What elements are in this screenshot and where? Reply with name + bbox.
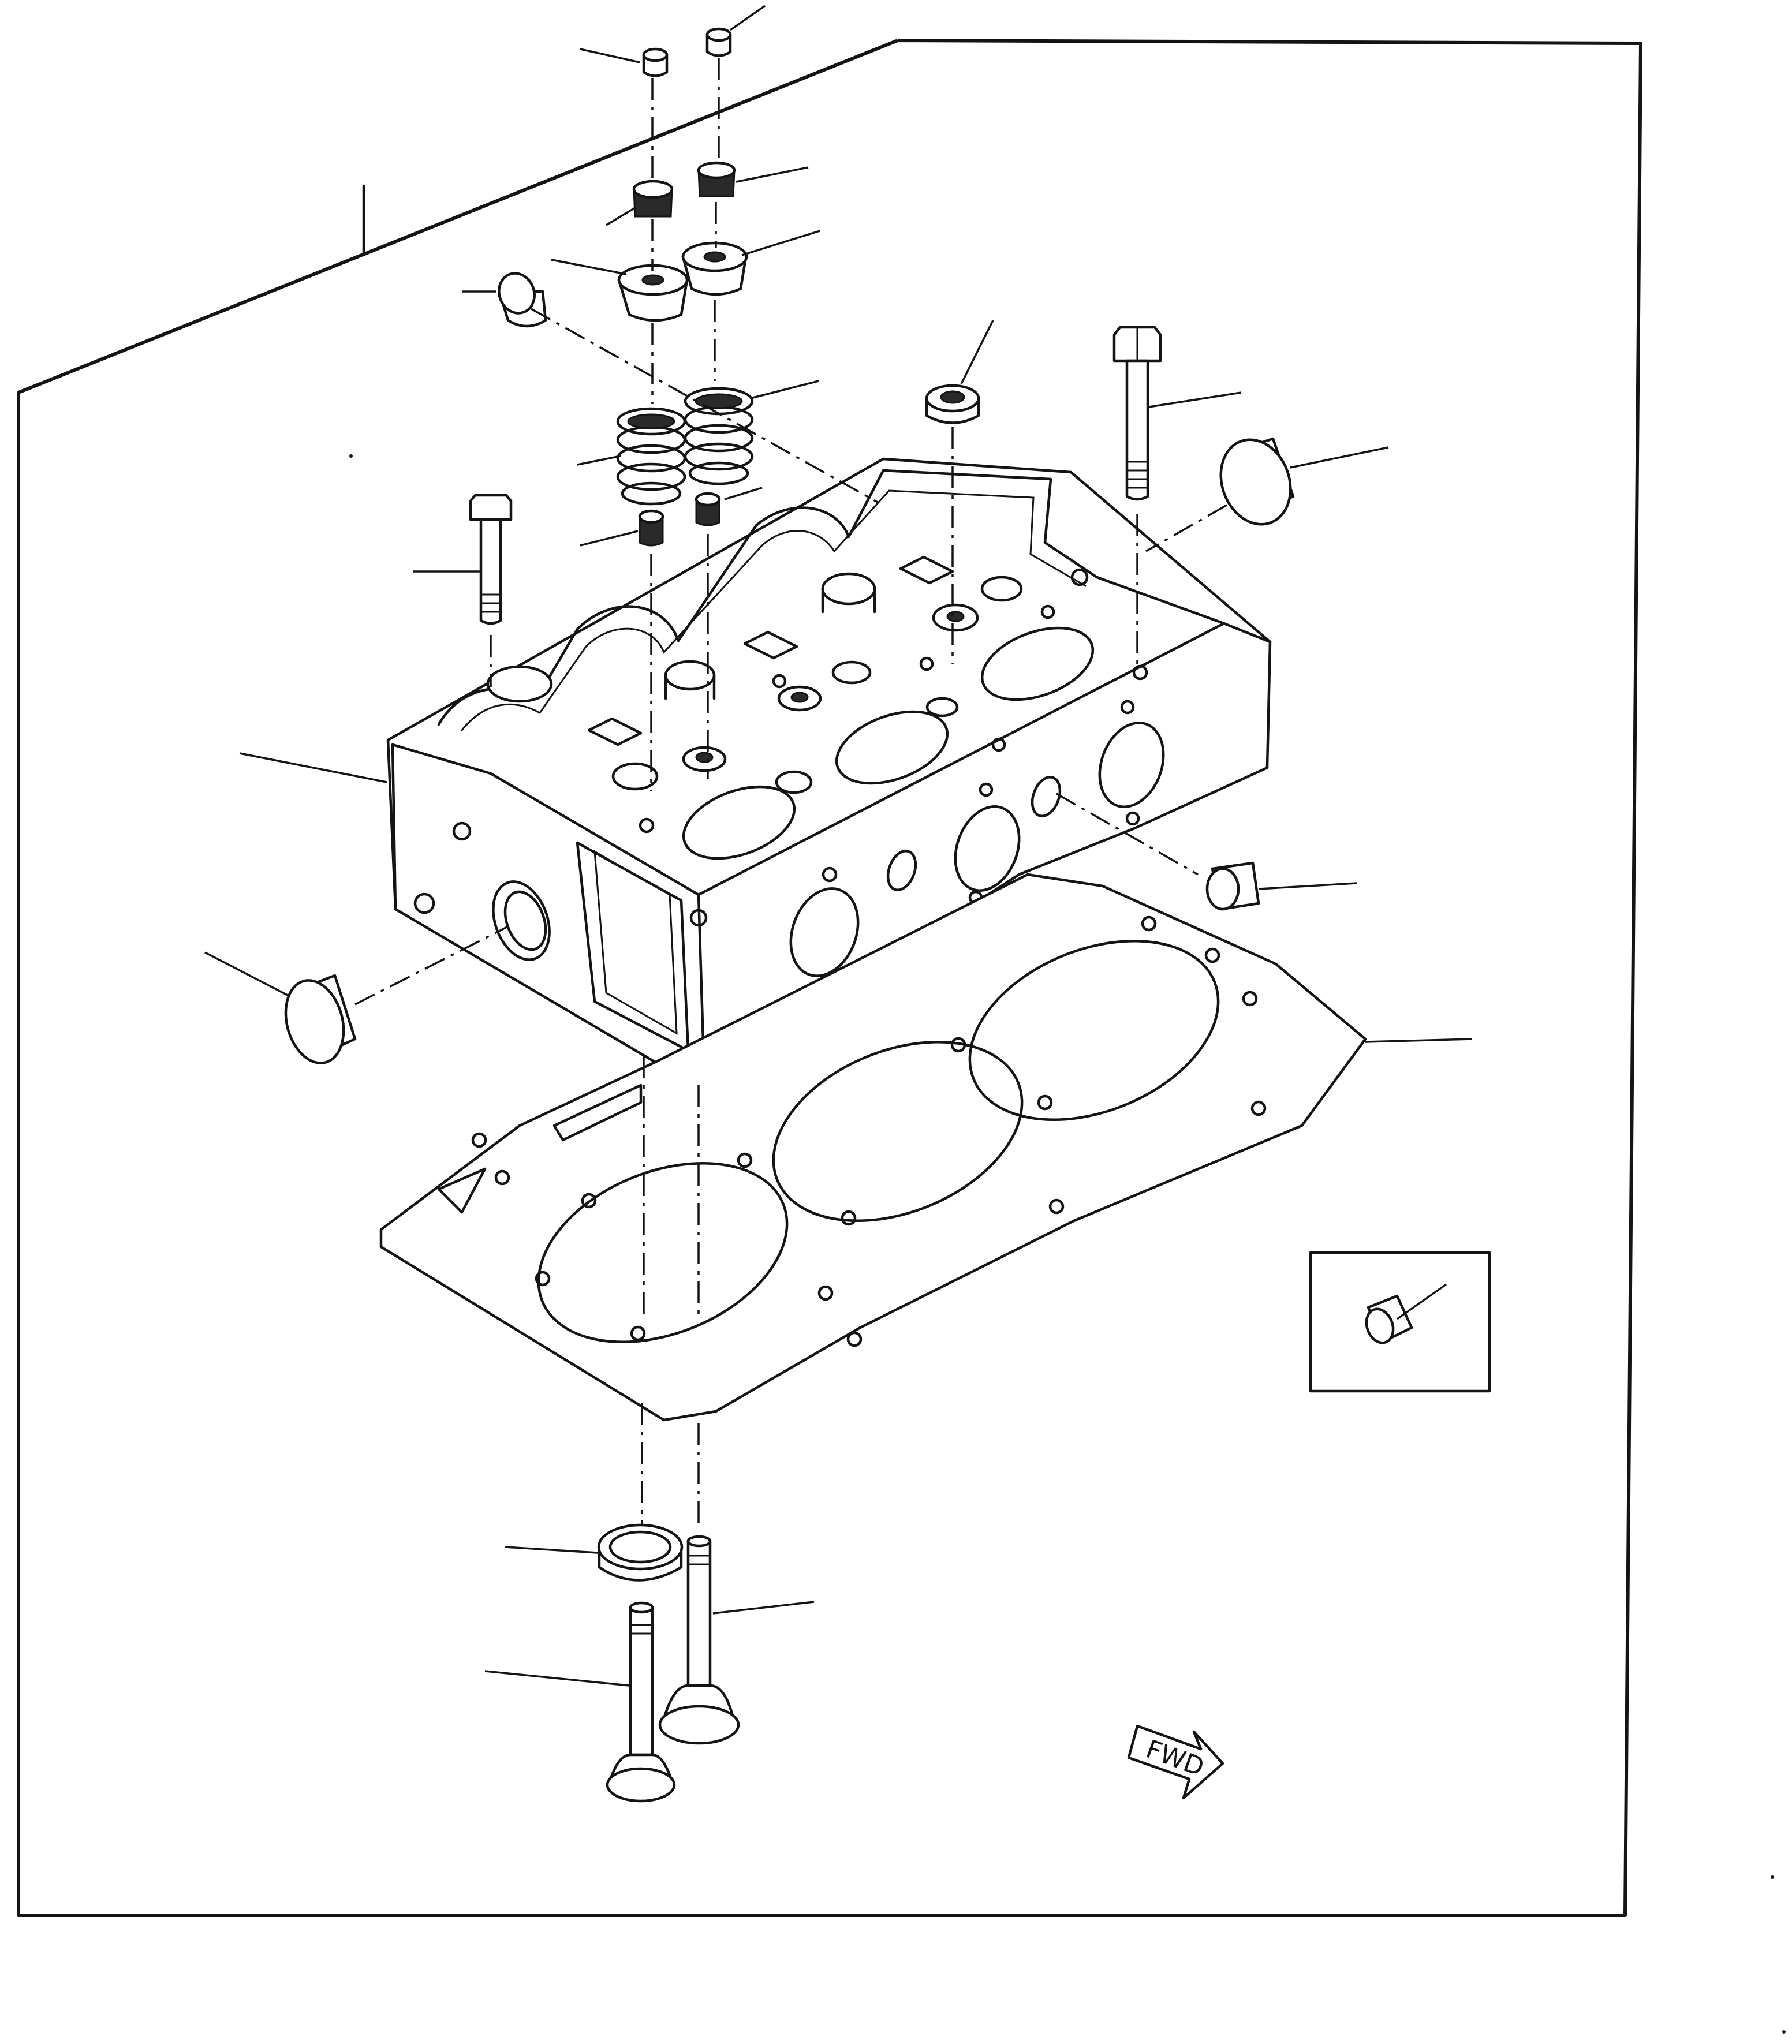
- scan-specks: [349, 454, 1786, 2034]
- expansion-plug: [1219, 437, 1295, 526]
- valve: [658, 1535, 740, 1745]
- figure-frame: [17, 39, 1642, 1917]
- cylinder-head-block: [386, 457, 1272, 1081]
- valve-spring: [616, 407, 686, 506]
- cylinder-head-bolt: [1112, 326, 1162, 501]
- assembly-centerlines: [354, 58, 1227, 1530]
- valve: [606, 1601, 676, 1803]
- callout-leader-lines: [204, 5, 1473, 1687]
- head-gasket: [379, 873, 1367, 1422]
- expansion-plug: [1205, 861, 1260, 911]
- valve-train-parts: [498, 27, 980, 547]
- forward-direction-arrow: FWD: [1127, 1724, 1224, 1800]
- valve-seat-insert: [597, 1523, 684, 1582]
- detail-inset: [1309, 1251, 1491, 1393]
- cylinder-head-bolt: [469, 494, 513, 625]
- valve-spring: [684, 387, 754, 485]
- expansion-plug: [284, 974, 357, 1064]
